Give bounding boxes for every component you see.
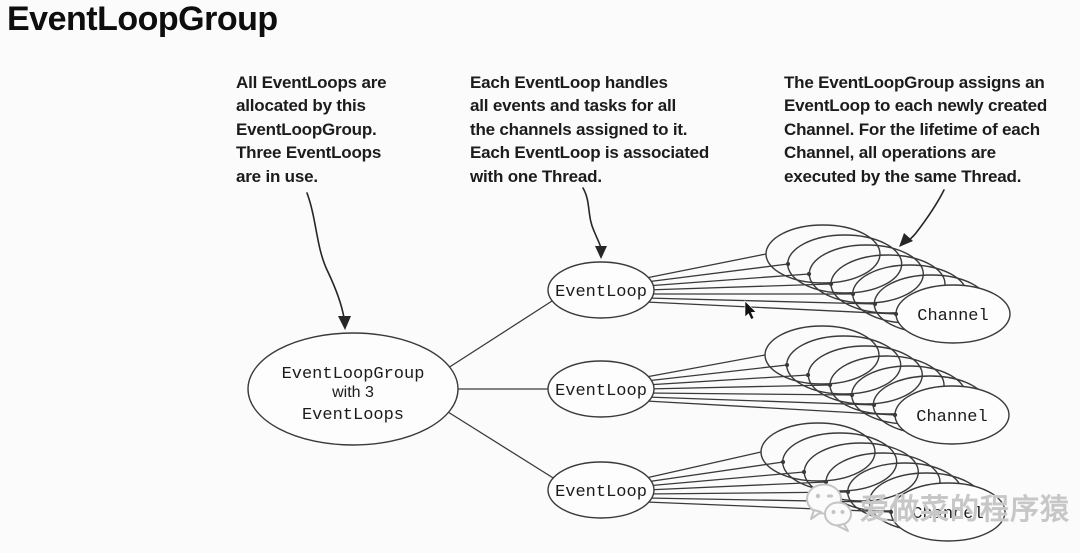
annotation-line: with one Thread. — [470, 166, 602, 186]
annotation-line: Three EventLoops — [236, 143, 382, 163]
eventloop-label: EventLoop — [555, 483, 647, 502]
annotation-line: Each EventLoop is associated — [470, 143, 710, 163]
eventloopgroup-sublabel2: EventLoops — [302, 406, 404, 425]
eventloop-to-channel-links — [645, 253, 897, 513]
annotation-eventloopgroup: All EventLoops are allocated by this Eve… — [236, 71, 426, 188]
eventloop-node-1: EventLoop — [547, 261, 655, 319]
eventloop-node-3: EventLoop — [547, 461, 655, 519]
annotation-line: the channels assigned to it. — [470, 119, 688, 139]
channel-stack-1: Channel — [765, 224, 1011, 344]
annotation-line: All EventLoops are — [236, 73, 387, 92]
eventloop-label: EventLoop — [555, 382, 647, 401]
annotation-line: EventLoop to each newly created — [784, 96, 1048, 116]
eventloop-node-2: EventLoop — [547, 360, 655, 418]
channel-label: Channel — [917, 307, 988, 326]
annotation-line: Channel. For the lifetime of each — [784, 119, 1040, 139]
annotation-line: all events and tasks for all — [470, 96, 677, 116]
eventloopgroup-label: EventLoopGroup — [282, 365, 425, 384]
channel-label: Channel — [916, 408, 987, 427]
annotation-arrow-2 — [582, 187, 607, 259]
page-title: EventLoopGroup — [7, 0, 278, 38]
annotation-arrow-1 — [306, 192, 351, 330]
group-to-eventloop-links — [447, 291, 567, 487]
annotation-line: are in use. — [236, 166, 318, 186]
annotation-eventloop: Each EventLoop handles all events and ta… — [470, 71, 730, 188]
annotation-line: The EventLoopGroup assigns an — [784, 73, 1045, 92]
annotation-line: Each EventLoop handles — [470, 73, 668, 92]
eventloopgroup-node: EventLoopGroup with 3 EventLoops — [247, 332, 459, 446]
annotation-line: EventLoopGroup. — [236, 119, 377, 139]
eventloopgroup-sublabel: with 3 — [331, 384, 374, 401]
annotation-arrow-3 — [899, 189, 945, 247]
channel-stack-3: Channel — [760, 422, 1006, 542]
annotation-line: Channel, all operations are — [784, 143, 996, 163]
channel-stack-2: Channel — [764, 325, 1010, 445]
annotation-line: allocated by this — [236, 96, 366, 116]
annotation-channel: The EventLoopGroup assigns an EventLoop … — [784, 71, 1079, 188]
eventloop-label: EventLoop — [555, 283, 647, 302]
mouse-cursor — [744, 300, 757, 320]
annotation-line: executed by the same Thread. — [784, 166, 1022, 186]
channel-label: Channel — [912, 505, 983, 524]
